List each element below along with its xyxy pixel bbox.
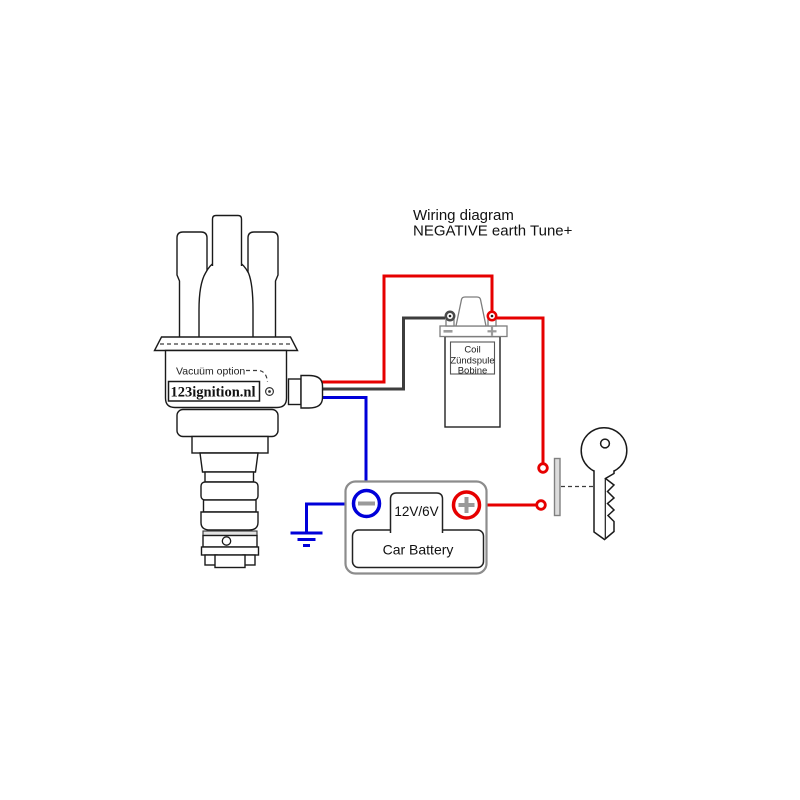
distributor-housing: Vacuüm option 123ignition.nl [164,349,288,409]
key-blade-outline [593,470,616,541]
ignition-coil: Coil Zündspule Bobine [439,296,508,428]
shaft-ring-3 [202,499,257,513]
shaft-collar-wide [176,408,279,438]
drive-base [200,546,260,556]
drive-dog-center [214,554,246,569]
shaft-neck [199,452,259,473]
plug-body [300,374,324,409]
coil-ht-tower [455,296,487,327]
key-head [580,426,628,475]
switch-terminal-lower [535,499,547,511]
wire-connector-plug [287,374,324,409]
diagram-title: Wiring diagram NEGATIVE earth Tune+ [413,207,573,240]
wire-blue-battery-to-ground [305,502,354,532]
brand-label-box [167,380,261,402]
coil-label-line-1: Coil [464,345,480,356]
battery-name-label: Car Battery [383,542,454,558]
coil-label-box [449,341,496,375]
distributor-cap [153,214,299,352]
switch-terminal-upper [537,462,549,474]
shaft-ring-4 [200,511,259,531]
brand-label: 123ignition.nl [170,385,255,401]
cap-tower-right [247,231,279,337]
wire-black-distributor-to-coil [322,316,445,391]
battery-plus-mark [458,497,475,513]
wiring [290,274,545,547]
coil-label-line-3: Bobine [458,366,488,377]
wire-red-distributor-to-coil-plus [322,274,494,384]
gear-pin [221,536,232,546]
shaft-ring-2 [200,481,259,501]
cap-center-dome [198,261,254,338]
coil-plus-mark [487,326,497,336]
key-ring-hole [599,438,611,449]
distributor-shaft [176,408,279,569]
shaft-ring-1 [204,471,255,483]
coil-label-line-2: Zündspule [450,356,494,367]
ground-symbol [290,531,323,547]
title-line-1: Wiring diagram [413,207,514,224]
vacuum-port-center-dot [268,390,271,393]
plug-neck [287,378,302,406]
key-blade-fill [594,470,614,540]
ignition-switch [535,426,628,541]
wire-red-coil-to-switch [492,316,545,463]
wire-blue-distributor-to-battery-minus [322,396,368,492]
shaft-collar-narrow [191,435,269,454]
distributor: Vacuüm option 123ignition.nl [153,214,324,569]
battery-voltage-tab [389,492,444,533]
vacuum-option-label: Vacuüm option [176,366,245,378]
coil-positive-terminal-screw [490,314,494,318]
battery-voltage-label: 12V/6V [394,504,438,519]
cap-tower-center [211,214,243,266]
ignition-key-icon [580,426,628,541]
car-battery: 12V/6V Car Battery [344,480,488,575]
coil-negative-terminal-screw [448,314,452,318]
title-line-2: NEGATIVE earth Tune+ [413,223,573,240]
switch-plate [553,457,561,517]
